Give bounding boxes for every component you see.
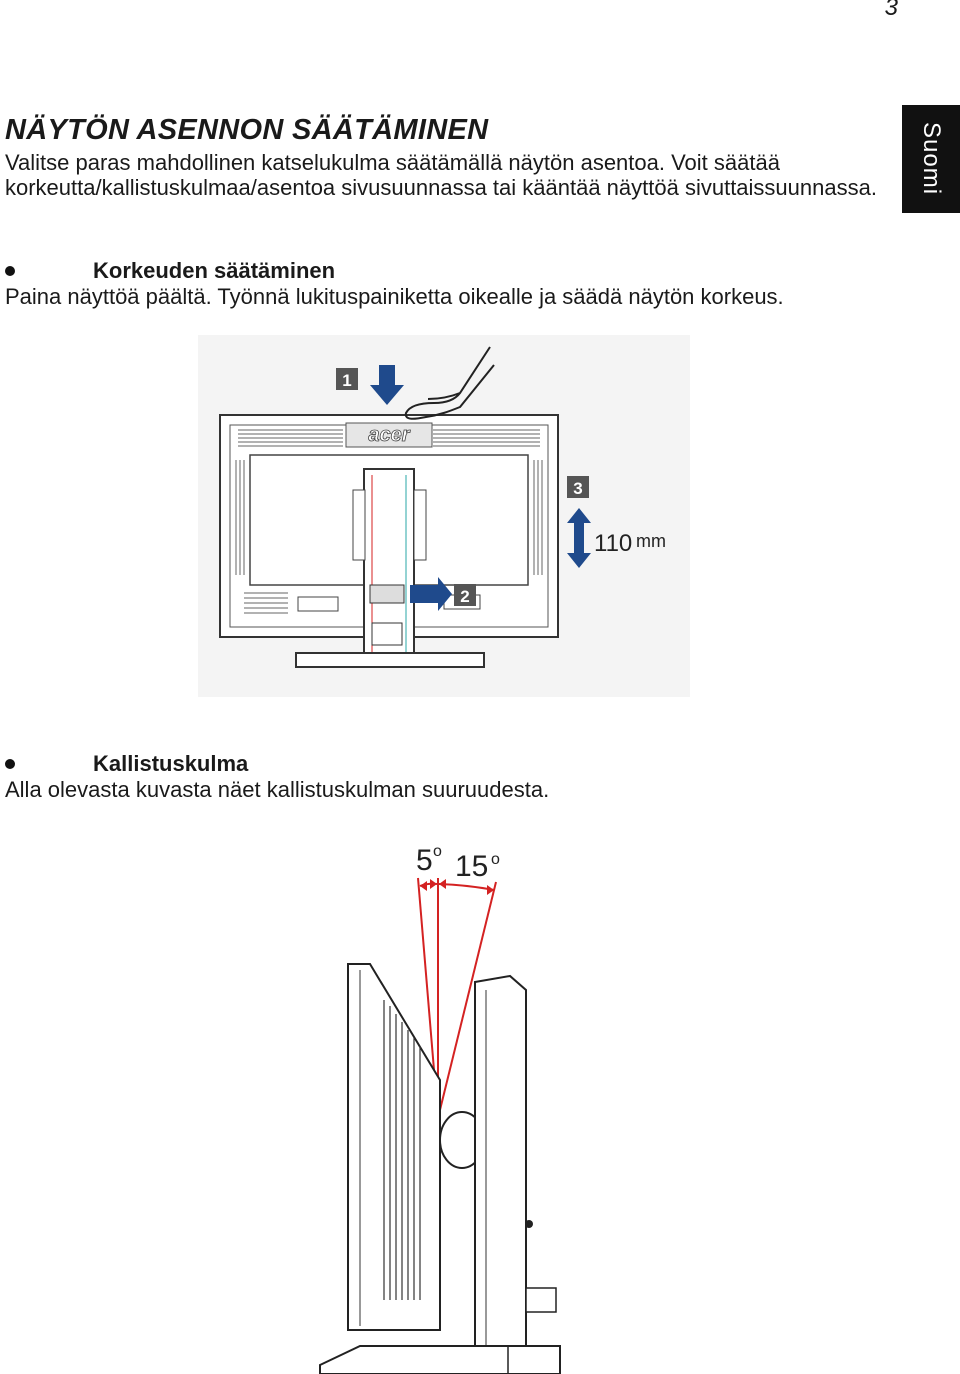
panel-vents (383, 1000, 421, 1300)
port-panel (297, 596, 339, 612)
height-adjust-figure: acer 1 2 3 110 mm (198, 335, 690, 697)
step-3-number: 3 (573, 479, 582, 498)
language-tab: Suomi (902, 105, 960, 213)
stand-button (525, 1220, 533, 1228)
backward-tilt-value: 15 (455, 850, 488, 883)
tilt-heading: Kallistuskulma (5, 751, 248, 777)
height-adjust-text: Paina näyttöä päältä. Työnnä lukituspain… (5, 284, 784, 309)
stand-base-side (319, 1345, 561, 1374)
height-adjust-heading-text: Korkeuden säätäminen (93, 258, 336, 283)
brand-badge (345, 422, 433, 448)
forward-tilt-degree: o (433, 843, 442, 860)
brand-logo: acer (368, 424, 410, 446)
height-range-unit: mm (636, 531, 666, 551)
lock-button (369, 584, 405, 604)
cable-clip (371, 622, 403, 646)
up-down-arrow-icon (567, 508, 591, 568)
step-2-number: 2 (460, 587, 469, 606)
vesa-bracket-right (413, 489, 427, 561)
vesa-bracket-left (352, 489, 366, 561)
stand-foot-tab (525, 1287, 557, 1313)
top-vents (238, 429, 540, 447)
bullet-icon (5, 759, 15, 769)
bullet-icon (5, 266, 15, 276)
side-vents (235, 460, 543, 575)
hand-icon (404, 346, 495, 420)
monitor-panel-side (347, 963, 441, 1331)
angle-arrowhead-icon (487, 885, 494, 895)
page-number: 3 (884, 0, 898, 21)
tilt-heading-text: Kallistuskulma (93, 751, 249, 776)
forward-tilt-value: 5 (416, 844, 433, 877)
angle-arrowhead-icon (439, 879, 446, 889)
step-2-badge (454, 584, 476, 606)
intro-paragraph: Valitse paras mahdollinen katselukulma s… (5, 150, 877, 200)
step-1-badge (336, 368, 358, 390)
right-arrow-icon (410, 577, 452, 611)
section-title: NÄYTÖN ASENNON SÄÄTÄMINEN (5, 114, 489, 146)
stand-base (295, 652, 485, 668)
step-3-badge (567, 476, 589, 498)
bottom-vents (244, 592, 288, 614)
down-arrow-icon (370, 365, 404, 405)
height-range-value: 110 (594, 530, 632, 557)
angle-arrowhead-icon (420, 881, 427, 891)
backward-tilt-degree: o (491, 851, 500, 868)
tilt-text: Alla olevasta kuvasta näet kallistuskulm… (5, 777, 550, 802)
angle-arrowhead-icon (430, 879, 437, 889)
step-1-number: 1 (342, 371, 351, 390)
height-adjust-heading: Korkeuden säätäminen (5, 258, 335, 284)
language-tab-label: Suomi (918, 122, 945, 196)
tilt-figure: 5 o 15 o (319, 843, 561, 1374)
stand-column-side (474, 974, 527, 1351)
